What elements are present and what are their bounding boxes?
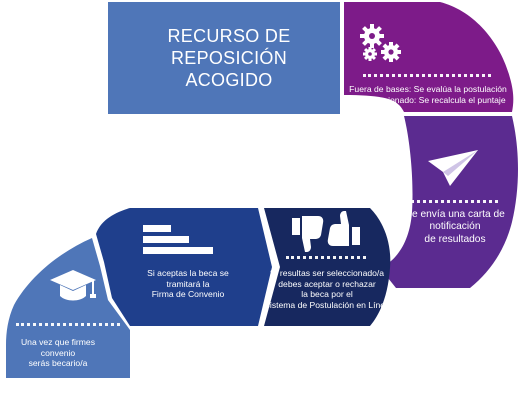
- paper-plane-icon: [428, 150, 478, 186]
- title-line-3: ACOGIDO: [185, 70, 273, 90]
- step-scholar-shape: [6, 238, 130, 378]
- step-notification-line-1: Se envía una carta de: [405, 209, 505, 220]
- step-scholar-line-1: Una vez que firmes: [20, 337, 96, 347]
- title-line-2: REPOSICIÓN: [170, 48, 287, 68]
- step-evaluation-text: Fuera de bases: Se evalúa la postulación…: [344, 84, 512, 105]
- step-accept-reject-text: Si resultas ser seleccionado/a debes ace…: [264, 268, 390, 310]
- step-agreement-line-1: Si aceptas la beca se: [147, 268, 229, 278]
- step-accept-reject-line-4: Sistema de Postulación en Línea: [264, 299, 390, 310]
- dotted-divider: [404, 200, 498, 203]
- step-notification-text: Se envía una carta de notificación de re…: [396, 209, 514, 246]
- step-notification-line-3: de resultados: [424, 233, 486, 245]
- document-bars-icon: [143, 225, 213, 254]
- title-box: RECURSO DE REPOSICIÓN ACOGIDO: [108, 2, 340, 114]
- step-accept-reject-line-2: debes aceptar o rechazar: [278, 278, 376, 289]
- step-agreement-line-2: tramitará la: [166, 278, 210, 289]
- step-scholar-line-2: convenio: [40, 347, 76, 358]
- step-agreement-text: Si aceptas la beca se tramitará la Firma…: [118, 268, 258, 300]
- step-evaluation-shape: [344, 2, 514, 112]
- step-accept-reject-line-1: Si resultas ser seleccionado/a: [269, 268, 385, 278]
- dotted-divider: [16, 323, 120, 326]
- thumbs-up-down-icon: [292, 211, 360, 252]
- step-agreement-line-3: Firma de Convenio: [151, 289, 225, 300]
- title-line-1: RECURSO DE: [167, 26, 291, 46]
- step-scholar-text: Una vez que firmes convenio serás becari…: [8, 337, 108, 369]
- step-evaluation-line-2: No seleccionado: Se recalcula el puntaje: [350, 94, 506, 105]
- step-accept-reject-line-3: la beca por el: [301, 289, 353, 300]
- step-agreement-shape: [96, 208, 272, 326]
- dotted-divider: [286, 256, 366, 259]
- step-notification-line-2: notificación: [429, 221, 481, 233]
- dotted-divider: [363, 74, 491, 77]
- step-evaluation-line-1: Fuera de bases: Se evalúa la postulación: [349, 84, 507, 94]
- page-title: RECURSO DE REPOSICIÓN ACOGIDO: [157, 25, 290, 91]
- step-scholar-line-3: serás becario/a: [28, 358, 88, 369]
- graduation-cap-icon: [50, 270, 96, 301]
- gears-icon: [360, 24, 401, 62]
